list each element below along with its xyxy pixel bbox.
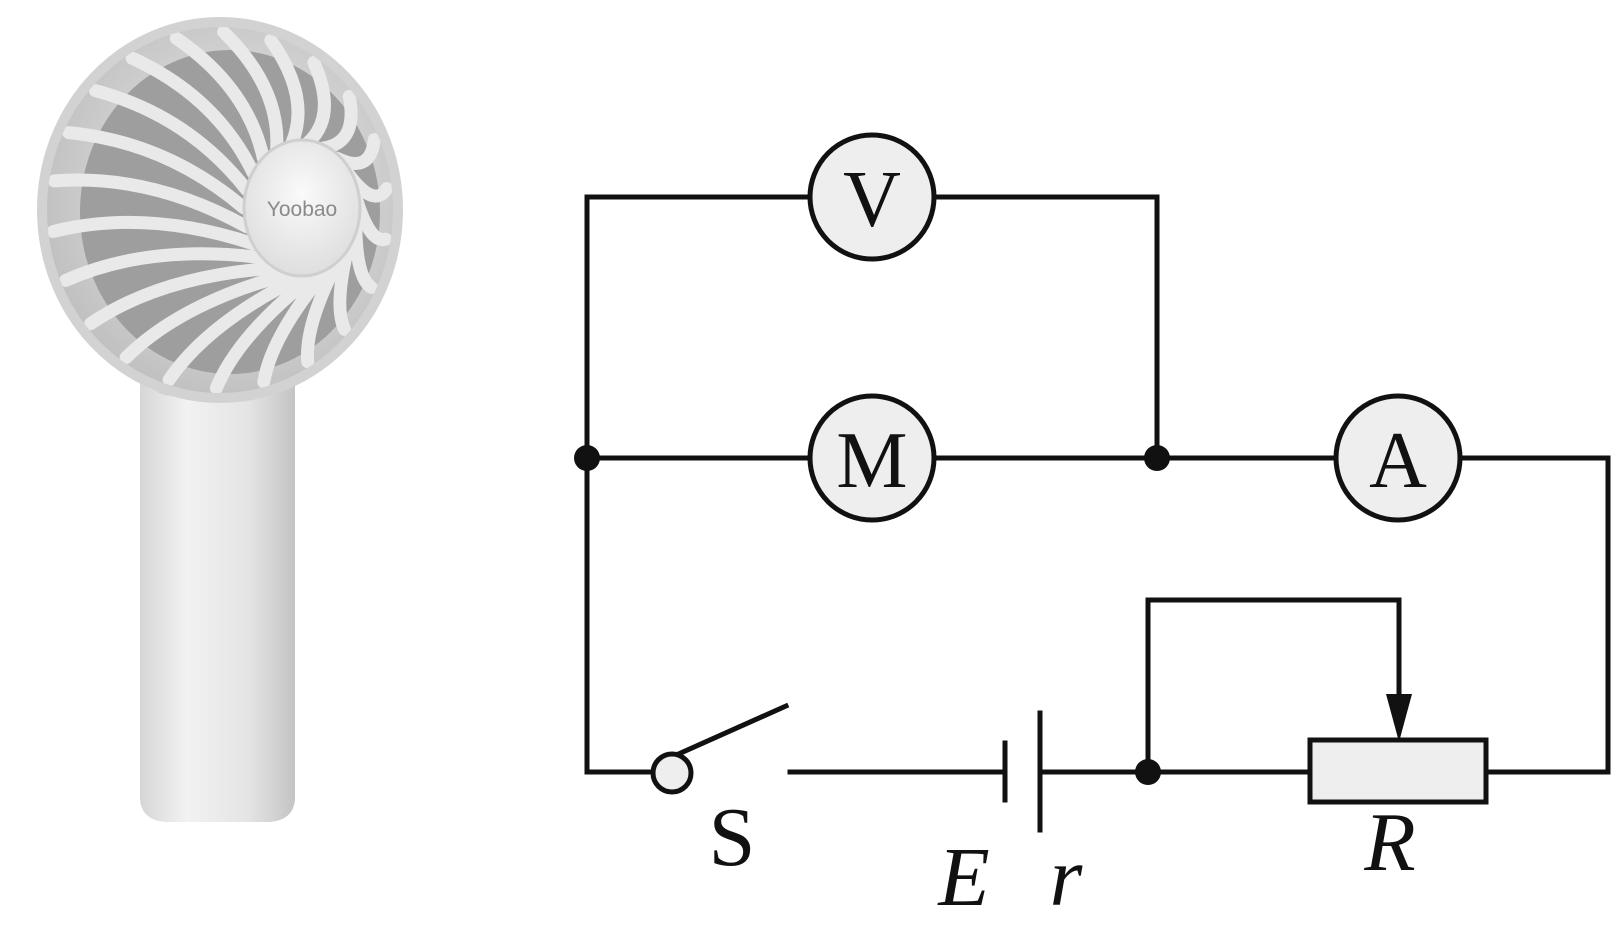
internal-resistance-label: r — [1050, 831, 1083, 924]
fan-hub — [242, 138, 362, 278]
wire-middle — [584, 455, 1611, 775]
fan-grille-rib — [125, 51, 260, 179]
fan-grille-rib — [264, 33, 305, 150]
fan-brand-logo: Yoobao — [267, 198, 337, 221]
fan-grille-rib — [84, 261, 284, 331]
rheostat-slider-arrow — [1386, 694, 1412, 742]
fan-grille-rib — [162, 266, 315, 387]
circuit-diagram — [584, 194, 1611, 833]
motor-label: M — [836, 417, 907, 505]
fan-grille-rib — [47, 173, 253, 234]
switch-lever — [661, 702, 790, 764]
voltmeter-label: V — [843, 156, 901, 244]
fan-grille-rib — [169, 31, 270, 165]
handheld-fan: Yoobao — [37, 17, 403, 822]
fan-grille-rib — [46, 215, 260, 251]
fan-grille-rib — [217, 25, 284, 155]
wire-rheostat-bypass — [1145, 597, 1402, 775]
junction-bottom — [1135, 759, 1161, 785]
fan-handle — [140, 360, 295, 822]
voltmeter: V — [807, 132, 937, 262]
wire-left-down — [584, 455, 661, 775]
voltmeter-circle — [807, 132, 937, 262]
fan-grille-rib — [209, 261, 330, 395]
fan-grille-rib — [119, 266, 299, 365]
fan-grille-rib — [301, 55, 331, 150]
motor: M — [807, 393, 937, 523]
fan-grille-rib — [62, 126, 251, 215]
motor-circle — [807, 393, 937, 523]
ammeter: A — [1333, 393, 1463, 523]
switch-label: S — [709, 791, 756, 884]
ammeter-label: A — [1369, 417, 1427, 505]
resistor-label: R — [1363, 796, 1415, 889]
wire-top-loop — [584, 194, 1160, 461]
fan-head-rim — [37, 17, 403, 403]
fan-grille-rib — [88, 84, 253, 196]
fan-grille-rib — [59, 247, 270, 287]
switch-pivot — [650, 751, 694, 795]
junction-left — [574, 445, 600, 471]
emf-label: E — [937, 831, 989, 924]
junction-right — [1144, 445, 1170, 471]
ammeter-circle — [1333, 393, 1463, 523]
rheostat-R — [1307, 737, 1489, 805]
